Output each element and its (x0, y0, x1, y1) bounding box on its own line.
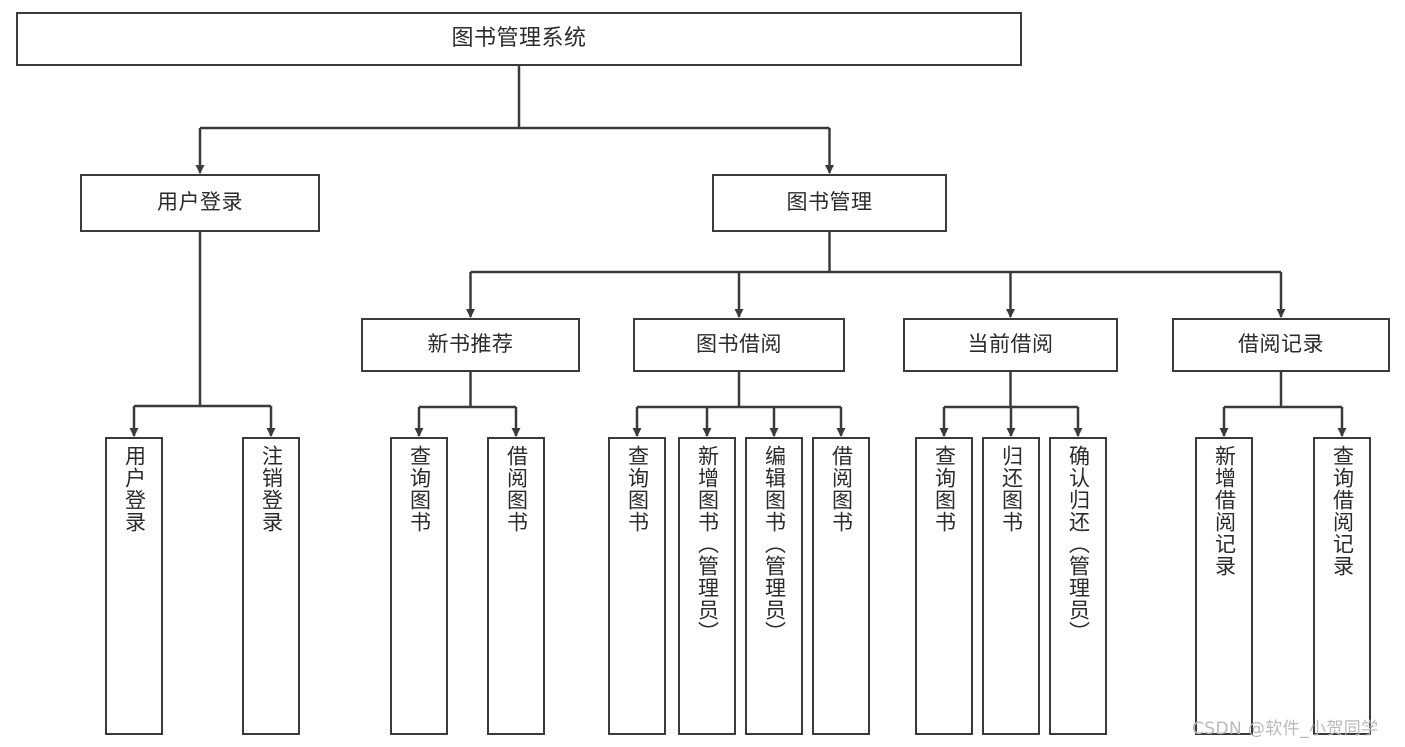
node-l2-new-book[interactable]: 新书推荐 (361, 318, 580, 372)
node-leaf-rec-query[interactable]: 查询借阅记录 (1313, 437, 1371, 735)
node-label: 用户登录 (122, 445, 147, 533)
node-leaf-rec-add[interactable]: 新增借阅记录 (1195, 437, 1253, 735)
node-label: 确认归还（管理员） (1066, 445, 1091, 643)
node-label: 新增借阅记录 (1212, 445, 1237, 577)
node-label: 归还图书 (999, 445, 1024, 533)
node-label: 查询借阅记录 (1330, 445, 1355, 577)
node-label: 借阅图书 (504, 445, 529, 533)
edge-group (129, 66, 1347, 437)
node-label: 图书管理系统 (451, 25, 587, 51)
node-label: 新增图书（管理员） (695, 445, 720, 643)
node-label: 图书借阅 (696, 332, 782, 357)
node-leaf-bb-query[interactable]: 查询图书 (608, 437, 666, 735)
node-l2-borrow[interactable]: 图书借阅 (633, 318, 845, 372)
node-label: 新书推荐 (427, 332, 514, 357)
node-leaf-cur-return[interactable]: 归还图书 (982, 437, 1040, 735)
node-leaf-nb-borrow[interactable]: 借阅图书 (487, 437, 545, 735)
node-leaf-cur-confirm[interactable]: 确认归还（管理员） (1049, 437, 1107, 735)
node-leaf-logout[interactable]: 注销登录 (242, 437, 300, 735)
node-leaf-nb-query[interactable]: 查询图书 (390, 437, 448, 735)
node-leaf-cur-query[interactable]: 查询图书 (915, 437, 973, 735)
node-l2-current[interactable]: 当前借阅 (903, 318, 1118, 372)
node-label: 借阅记录 (1238, 332, 1324, 357)
node-leaf-bb-edit[interactable]: 编辑图书（管理员） (745, 437, 803, 735)
node-leaf-user-login[interactable]: 用户登录 (105, 437, 163, 735)
node-l1-user-login[interactable]: 用户登录 (80, 174, 320, 232)
node-l1-book-manage[interactable]: 图书管理 (712, 174, 947, 232)
node-root[interactable]: 图书管理系统 (16, 12, 1022, 66)
node-label: 注销登录 (259, 445, 284, 533)
node-label: 借阅图书 (829, 445, 854, 533)
node-label: 用户登录 (157, 190, 243, 215)
node-label: 查询图书 (407, 445, 432, 533)
node-label: 编辑图书（管理员） (762, 445, 787, 643)
node-label: 查询图书 (932, 445, 957, 533)
node-leaf-bb-add[interactable]: 新增图书（管理员） (678, 437, 736, 735)
node-l2-record[interactable]: 借阅记录 (1172, 318, 1390, 372)
node-leaf-bb-borrow[interactable]: 借阅图书 (812, 437, 870, 735)
node-label: 查询图书 (625, 445, 650, 533)
node-label: 图书管理 (786, 190, 873, 215)
csdn-watermark: CSDN @软件_小贺同学 (1192, 719, 1379, 739)
node-label: 当前借阅 (967, 332, 1054, 357)
